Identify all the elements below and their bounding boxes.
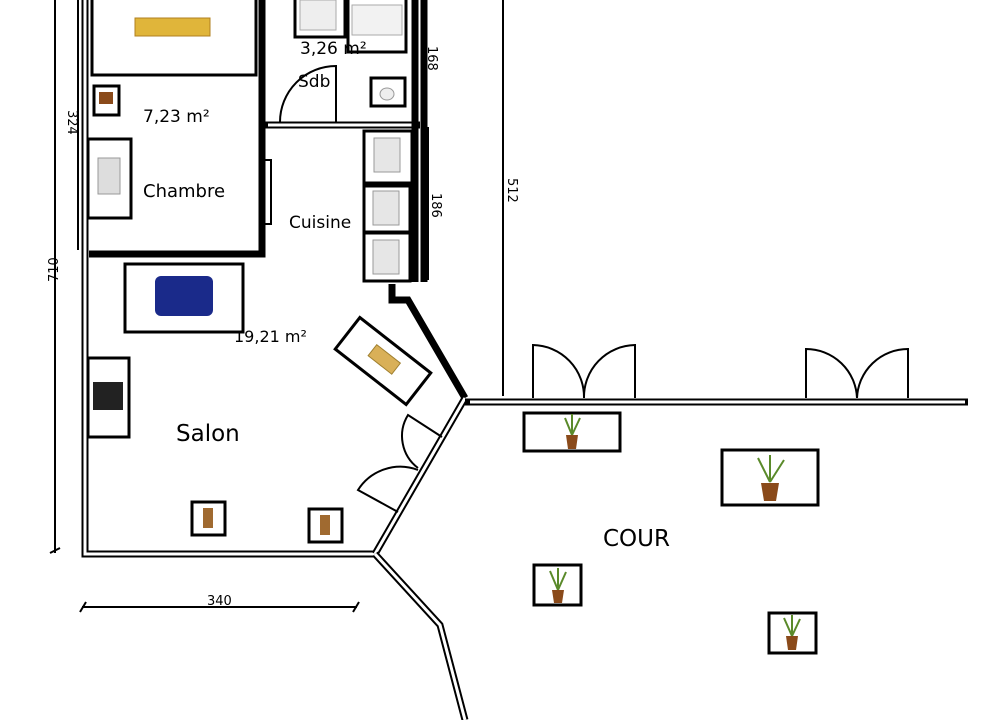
sideboard[interactable] xyxy=(333,315,433,407)
bed[interactable] xyxy=(90,0,258,77)
cour-name: COUR xyxy=(603,526,670,552)
dimension-lines xyxy=(49,0,504,613)
chair-icon xyxy=(203,508,213,528)
walls xyxy=(81,0,968,720)
sdb-door[interactable] xyxy=(279,64,337,123)
wardrobe-icon xyxy=(97,157,121,195)
dim-label-186: 186 xyxy=(428,193,443,218)
tv-icon xyxy=(93,382,123,410)
dim-label-710: 710 xyxy=(47,257,62,282)
dim-label-324: 324 xyxy=(64,110,79,135)
dim-label-512: 512 xyxy=(504,178,519,203)
toilet-icon xyxy=(379,87,395,101)
dim-label-168: 168 xyxy=(424,46,439,71)
plant[interactable] xyxy=(720,448,820,507)
plant[interactable] xyxy=(767,611,818,655)
plant[interactable] xyxy=(522,411,622,453)
salon-door-upper[interactable] xyxy=(401,413,443,469)
sdb-name: Sdb xyxy=(298,72,330,92)
cour-door-left[interactable] xyxy=(532,343,636,399)
sofa[interactable] xyxy=(123,262,245,334)
furniture xyxy=(86,0,433,544)
chambre-name: Chambre xyxy=(143,181,225,202)
chair-icon xyxy=(320,515,330,535)
cour-door-right[interactable] xyxy=(805,347,909,399)
plants xyxy=(522,411,820,655)
sdb-area: 3,26 m² xyxy=(300,39,367,59)
salon-area: 19,21 m² xyxy=(234,327,307,346)
dim-label-340: 340 xyxy=(207,594,232,609)
cuisine-name: Cuisine xyxy=(289,213,351,233)
doors xyxy=(279,64,909,513)
plant[interactable] xyxy=(532,563,583,607)
bed-icon xyxy=(134,17,211,37)
dimension-labels: 710 324 168 186 512 340 xyxy=(47,46,519,609)
salon-name: Salon xyxy=(176,421,240,447)
kitchen-appliances xyxy=(362,129,414,283)
chambre-area: 7,23 m² xyxy=(143,107,210,127)
kitchen-window xyxy=(263,159,272,225)
salon-door-lower[interactable] xyxy=(356,465,419,513)
room-labels: 3,26 m² Sdb 7,23 m² Chambre Cuisine 19,2… xyxy=(143,39,670,552)
sofa-icon xyxy=(155,276,213,316)
nightstand-icon xyxy=(99,92,113,104)
